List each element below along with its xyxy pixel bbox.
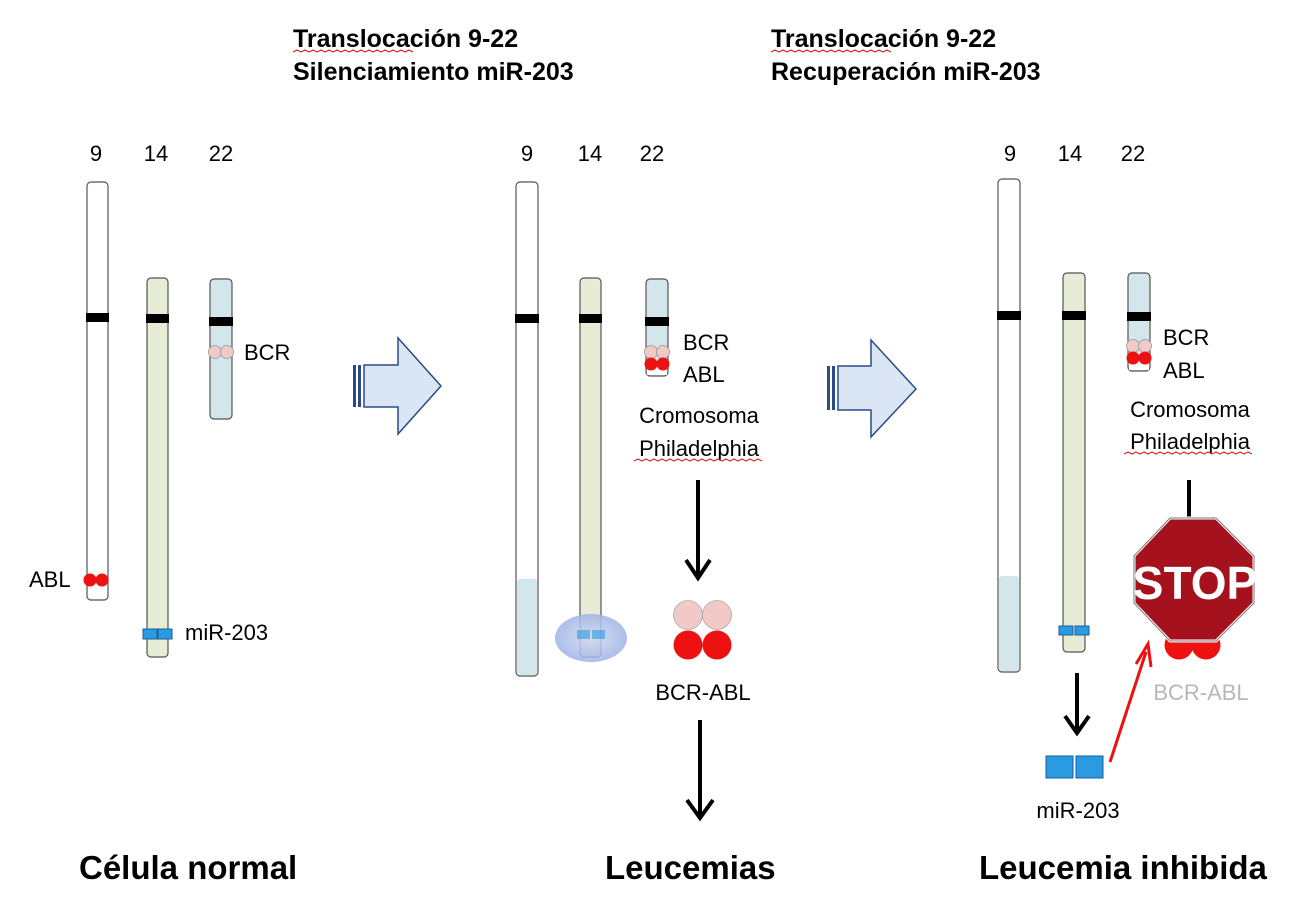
mir-203-gene <box>1058 625 1074 636</box>
arrow-down <box>685 720 715 822</box>
bcr-label: BCR <box>244 340 290 365</box>
panel-inhibited-leukemia: 9 14 22 BCR ABL Cromosoma Phil <box>979 141 1268 886</box>
chromosome-number-14: 14 <box>144 141 168 166</box>
silencing-halo <box>555 614 627 662</box>
stop-sign-icon: STOP <box>1132 516 1257 643</box>
abl-label: ABL <box>683 362 725 387</box>
chromosome-number-22: 22 <box>1121 141 1145 166</box>
mir-203-gene-silenced <box>577 630 590 639</box>
arrow-down <box>684 480 712 582</box>
chromosome-number-9: 9 <box>90 141 102 166</box>
bcr-gene <box>644 345 658 359</box>
abl-gene <box>644 357 658 371</box>
chromosome-number-22: 22 <box>640 141 664 166</box>
panel-normal-cell: 9 14 22 ABL miR-203 BCR Célula normal <box>29 141 297 886</box>
caption-leukemia: Leucemias <box>605 849 776 886</box>
bcr-abl-label: BCR-ABL <box>655 680 750 705</box>
chromosome-9 <box>83 181 109 601</box>
spellcheck-underline <box>292 49 414 53</box>
chromosome-number-14: 14 <box>1058 141 1082 166</box>
chromosome-number-9: 9 <box>521 141 533 166</box>
bcr-label: BCR <box>1163 325 1209 350</box>
bcr-abl-protein <box>673 600 732 660</box>
chromosome-number-9: 9 <box>1004 141 1016 166</box>
abl-gene <box>83 573 97 587</box>
header-middle: Translocación 9-22 Silenciamiento miR-20… <box>292 25 574 86</box>
spellcheck-underline <box>633 458 763 462</box>
mir-203-gene <box>142 628 158 640</box>
philadelphia-label-line1: Cromosoma <box>639 403 760 428</box>
philadelphia-chromosome <box>1126 272 1152 372</box>
arrow-down <box>1063 673 1091 737</box>
header-right: Translocación 9-22 Recuperación miR-203 <box>770 25 1041 86</box>
panel-leukemia: 9 14 22 BCR ABL Cromosoma <box>515 141 776 886</box>
inhibition-arrow <box>1108 639 1153 763</box>
mir-203-molecule <box>1045 755 1104 779</box>
caption-normal-cell: Célula normal <box>79 849 297 886</box>
chromosome-22 <box>208 278 234 420</box>
stop-sign-text: STOP <box>1133 557 1257 609</box>
header-right-line2: Recuperación miR-203 <box>771 58 1041 86</box>
bcr-abl-label-faded: BCR-ABL <box>1153 680 1248 705</box>
bcr-gene <box>208 345 222 359</box>
block-arrow-right <box>353 336 443 436</box>
spellcheck-underline <box>770 49 892 53</box>
bcr-gene <box>1126 339 1140 353</box>
philadelphia-chromosome <box>644 278 670 377</box>
block-arrow-right <box>827 338 918 439</box>
abl-label: ABL <box>29 567 71 592</box>
mir-203-label: miR-203 <box>185 620 268 645</box>
header-middle-line1: Translocación 9-22 <box>293 25 518 53</box>
mir-203-label: miR-203 <box>1036 798 1119 823</box>
chromosome-14-silenced <box>555 277 627 662</box>
chromosome-14 <box>142 277 173 658</box>
philadelphia-label-line2: Philadelphia <box>1130 429 1251 454</box>
chromosome-9-derivative <box>997 178 1021 673</box>
caption-inhibited-leukemia: Leucemia inhibida <box>979 849 1268 886</box>
chromosome-number-22: 22 <box>209 141 233 166</box>
chromosome-14-active <box>1058 272 1090 653</box>
spellcheck-underline <box>1123 451 1253 455</box>
abl-label: ABL <box>1163 358 1205 383</box>
chromosome-9-derivative <box>515 181 539 677</box>
philadelphia-label-line2: Philadelphia <box>639 436 760 461</box>
philadelphia-label-line1: Cromosoma <box>1130 397 1251 422</box>
header-middle-line2: Silenciamiento miR-203 <box>293 58 574 86</box>
header-right-line1: Translocación 9-22 <box>771 25 996 53</box>
abl-gene <box>1126 351 1140 365</box>
chromosome-number-14: 14 <box>578 141 602 166</box>
bcr-label: BCR <box>683 330 729 355</box>
